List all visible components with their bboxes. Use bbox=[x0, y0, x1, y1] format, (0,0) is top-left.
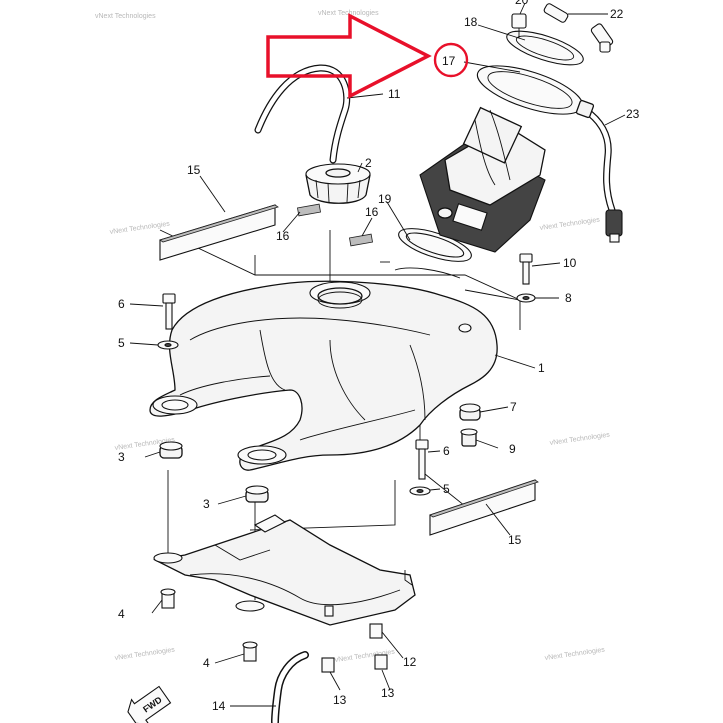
tank-bracket bbox=[152, 514, 416, 639]
washer-8 bbox=[516, 293, 536, 303]
callout-14: 14 bbox=[212, 699, 226, 713]
callout-11: 11 bbox=[388, 87, 401, 101]
callout-3: 3 bbox=[118, 450, 125, 464]
damper-3a bbox=[159, 441, 183, 459]
collar-4a bbox=[160, 588, 176, 609]
callout-4: 4 bbox=[118, 607, 125, 621]
callout-1: 1 bbox=[538, 361, 545, 375]
callout-16: 16 bbox=[365, 205, 379, 219]
callout-22: 22 bbox=[610, 7, 624, 21]
callout-labels: 1 2 3 3 4 4 5 5 6 6 7 8 9 10 11 12 13 13… bbox=[118, 0, 640, 713]
callout-5: 5 bbox=[443, 482, 450, 496]
callout-19: 19 bbox=[378, 192, 392, 206]
watermark: vNext Technologies bbox=[549, 432, 610, 447]
clip-13b bbox=[374, 654, 388, 670]
callout-15: 15 bbox=[187, 163, 201, 177]
callout-16: 16 bbox=[276, 229, 290, 243]
callout-18: 18 bbox=[464, 15, 478, 29]
protector-upper bbox=[159, 204, 279, 261]
fuel-tank bbox=[149, 261, 498, 471]
callout-4: 4 bbox=[203, 656, 210, 670]
collar-4b bbox=[242, 641, 258, 662]
callout-10: 10 bbox=[563, 256, 577, 270]
watermark: vNext Technologies bbox=[539, 217, 600, 232]
breather-hose bbox=[254, 64, 351, 164]
callout-9: 9 bbox=[509, 442, 516, 456]
pump-gasket bbox=[398, 228, 472, 262]
callout-15: 15 bbox=[508, 533, 522, 547]
callout-2: 2 bbox=[365, 156, 372, 170]
fwd-arrow: FWD bbox=[127, 685, 172, 723]
filler-cap bbox=[305, 163, 371, 204]
callout-23: 23 bbox=[626, 107, 640, 121]
highlight-17 bbox=[266, 13, 469, 99]
damper-16b bbox=[349, 233, 373, 247]
watermark: vNext Technologies bbox=[95, 13, 156, 20]
damper-16a bbox=[297, 203, 321, 217]
washer-5a bbox=[157, 340, 179, 350]
overflow-hose bbox=[271, 651, 309, 723]
callout-6: 6 bbox=[118, 297, 125, 311]
damper-3b bbox=[245, 485, 269, 503]
pump-plate bbox=[506, 30, 584, 66]
callout-13: 13 bbox=[333, 693, 347, 707]
fuel-pump-assembly bbox=[419, 65, 584, 253]
watermark: vNext Technologies bbox=[544, 647, 605, 662]
callout-7: 7 bbox=[510, 400, 517, 414]
watermark: vNext Technologies bbox=[109, 221, 170, 236]
callout-20: 20 bbox=[515, 0, 529, 7]
callout-17: 17 bbox=[442, 54, 456, 68]
bolt-10 bbox=[519, 253, 533, 285]
bolt-6a bbox=[162, 293, 176, 330]
bolt-22 bbox=[543, 3, 614, 53]
clip-13a bbox=[321, 657, 335, 673]
leader-lines bbox=[129, 2, 626, 707]
callout-13: 13 bbox=[381, 686, 395, 700]
callout-3: 3 bbox=[203, 497, 210, 511]
callout-12: 12 bbox=[403, 655, 417, 669]
watermark: vNext Technologies bbox=[114, 647, 175, 662]
protector-lower bbox=[429, 479, 539, 536]
callout-5: 5 bbox=[118, 336, 125, 350]
callout-6: 6 bbox=[443, 444, 450, 458]
collar-9 bbox=[460, 428, 478, 447]
fuel-hose bbox=[575, 99, 623, 243]
washer-5b bbox=[409, 486, 431, 496]
damper-7 bbox=[459, 403, 481, 421]
callout-8: 8 bbox=[565, 291, 572, 305]
bolt-20 bbox=[511, 13, 527, 38]
bolt-6b bbox=[415, 439, 429, 480]
